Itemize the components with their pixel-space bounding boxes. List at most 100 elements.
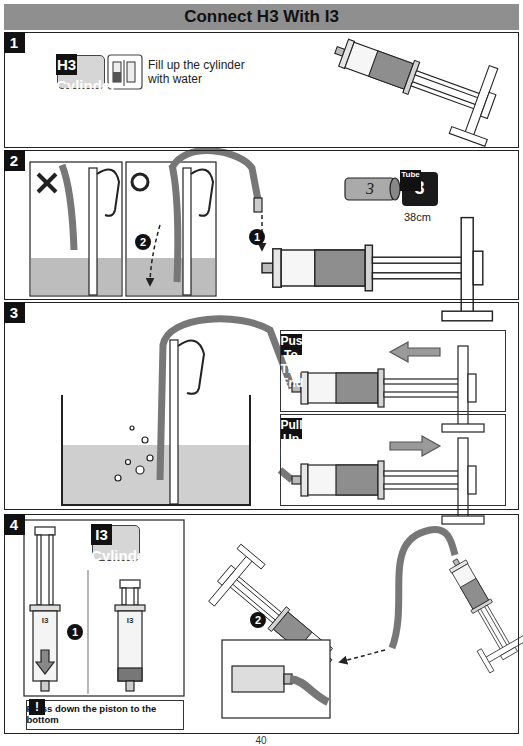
step3-art-shape	[130, 426, 134, 430]
step3-art-shape	[115, 475, 121, 481]
part-stamp: I3	[35, 616, 55, 626]
step3-art-shape	[280, 470, 292, 480]
step-number: 3	[4, 302, 25, 323]
step4-art-shape	[290, 679, 328, 702]
step-node: 1 H3 Cylinder	[4, 32, 519, 148]
step3-art-shape	[160, 319, 292, 480]
step2-art-shape	[254, 198, 262, 212]
step4-art-shape	[340, 650, 385, 662]
step-number: 4	[4, 514, 25, 535]
step2-art-shape	[183, 168, 191, 295]
step1-art-shape	[113, 62, 121, 82]
tube-marking: 3	[360, 179, 380, 199]
step2-art-shape	[97, 170, 119, 216]
step3-art-shape	[147, 455, 153, 461]
step3-art-shape	[136, 466, 144, 474]
title-text: Connect H3 With I3	[4, 4, 519, 30]
tube-tag-text: Tube	[400, 170, 421, 191]
step4-art-shape	[392, 529, 455, 648]
step2-art	[30, 151, 492, 321]
step2-art-shape	[249, 229, 265, 245]
step2-art-shape	[132, 174, 148, 190]
step1-art-shape	[108, 55, 142, 89]
panel-node: Push To The End	[280, 330, 506, 412]
step3-art-shape	[292, 438, 484, 524]
title-band	[4, 4, 519, 30]
warning-icon: !	[29, 699, 45, 715]
step2-art-shape	[31, 258, 121, 295]
step4-art-shape	[67, 624, 83, 640]
step4-art-shape	[432, 547, 523, 673]
step2-art-shape	[345, 178, 395, 200]
step4-art-shape	[134, 588, 138, 605]
step4-art-shape	[36, 650, 54, 674]
panel-title: Push To The End	[281, 334, 302, 355]
part-stamp: I3	[120, 616, 140, 626]
step2-art-shape	[262, 218, 492, 321]
step4-art-shape	[49, 535, 53, 605]
step3-art-shape	[178, 341, 204, 394]
step3-art-shape	[62, 395, 250, 505]
step2-art-shape	[30, 162, 122, 296]
callout-number: 2	[135, 234, 151, 250]
step2-art-shape	[127, 258, 215, 295]
step4-art-shape	[37, 535, 41, 605]
note-text: Press down the piston to the bottom	[27, 704, 183, 726]
step4-art-shape	[41, 681, 49, 691]
part-label: H3 Cylinder	[56, 54, 77, 75]
step2-art-shape	[191, 170, 213, 216]
callout-number: 1	[67, 624, 83, 640]
step3-art-shape	[142, 437, 148, 443]
step-number: 2	[4, 150, 25, 171]
step4-art-shape	[232, 666, 284, 692]
step2-art-shape	[172, 151, 258, 200]
note-node: !Press down the piston to the bottom	[26, 700, 184, 730]
step4-art-shape	[126, 681, 134, 691]
step3-art-shape	[126, 460, 131, 465]
step1-art-shape	[124, 60, 125, 86]
instruction-text: Fill up the cylinder with water	[148, 58, 268, 98]
step-node: 3Push To The EndPull Up Entirely	[4, 302, 519, 510]
step2-art-shape	[62, 165, 74, 250]
chip-node: H3 Cylinder	[57, 55, 105, 89]
step1-art-shape	[113, 72, 121, 82]
step4-art-shape	[250, 612, 266, 628]
step1-art-shape	[322, 14, 511, 146]
panel-title: Pull Up Entirely	[281, 418, 302, 439]
step2-art-shape	[89, 168, 97, 295]
tag-node: Tube3	[402, 172, 438, 206]
step2-art-shape	[126, 162, 216, 296]
dimension-label: 38cm	[404, 210, 444, 224]
step4-art-shape	[115, 605, 145, 611]
step2-art-shape	[135, 234, 151, 250]
step-number: 1	[4, 32, 25, 53]
step3-art-shape	[292, 346, 484, 432]
step4-art-shape	[120, 580, 140, 588]
step3-art-shape	[63, 445, 249, 504]
step4-art-shape	[87, 570, 88, 694]
step2-art-shape	[38, 174, 56, 192]
step4-art-shape	[30, 605, 60, 611]
step4-art-shape	[24, 520, 184, 696]
step4-art-shape	[118, 668, 142, 681]
panel-node: Pull Up Entirely	[280, 414, 506, 506]
callout-number: 2	[250, 612, 266, 628]
part-label: I3 Cylinder	[91, 524, 112, 545]
step3-art-shape	[390, 342, 440, 362]
step2-art-shape	[390, 178, 400, 200]
step1-art-shape	[127, 62, 135, 82]
step3-art-shape	[170, 340, 178, 504]
step4-art-shape	[33, 611, 57, 681]
step4-art-shape	[118, 611, 142, 681]
step4-art	[24, 520, 523, 718]
step2-art-shape	[172, 165, 178, 282]
step3-art	[62, 319, 484, 524]
step4-art-shape	[222, 640, 330, 718]
step4-art-shape	[35, 527, 55, 535]
step2-art-shape	[38, 174, 56, 192]
step2-art-shape	[150, 225, 160, 285]
page-number: 40	[246, 736, 276, 746]
step-node: 4I3 Cylinder!Press down the piston to th…	[4, 514, 519, 734]
